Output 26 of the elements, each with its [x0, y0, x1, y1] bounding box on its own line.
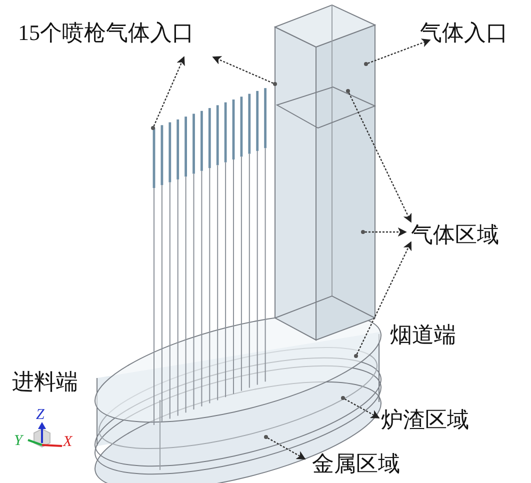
anchor-dot — [151, 126, 155, 130]
leader-line — [344, 398, 380, 419]
anchor-dot — [341, 396, 345, 400]
part-label: 烟道端 — [390, 322, 456, 348]
anchor-dot — [361, 230, 365, 234]
leader-line — [356, 241, 412, 354]
leader-line — [365, 228, 407, 236]
leader-line — [348, 92, 412, 223]
callout-label: 气体入口 — [420, 20, 508, 46]
anchor-dot — [364, 62, 368, 66]
callout-label: 金属区域 — [312, 451, 400, 477]
leader-line — [368, 38, 431, 64]
callout-label: 气体区域 — [411, 222, 499, 248]
axis-label: Y — [14, 433, 22, 449]
anchor-dot — [264, 435, 268, 439]
leader-line — [267, 437, 306, 460]
callout-label: 炉渣区域 — [381, 407, 469, 433]
anchor-dot — [273, 82, 277, 86]
leader-line — [212, 56, 274, 84]
leader-line — [153, 56, 185, 126]
axis-label: X — [63, 434, 72, 450]
axis-label: Z — [36, 407, 44, 423]
callout-label: 15个喷枪气体入口 — [18, 20, 194, 46]
anchor-dot — [354, 354, 358, 358]
part-label: 进料端 — [12, 369, 78, 395]
anchor-dot — [346, 89, 350, 93]
